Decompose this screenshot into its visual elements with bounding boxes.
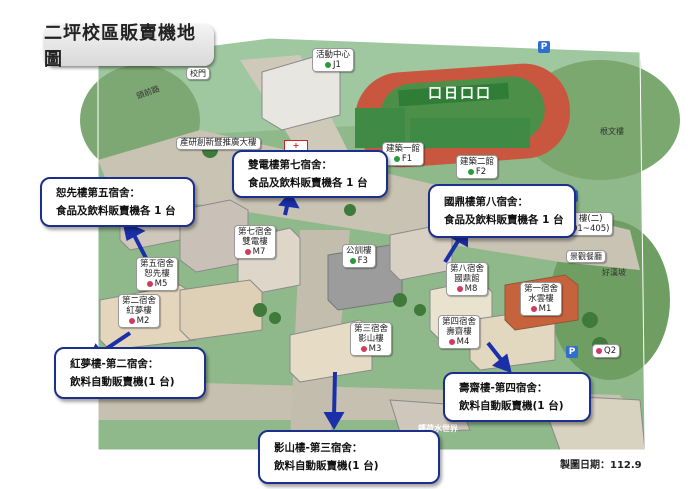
dorm8-label: 第八宿舍 國鼎館 M8 [446, 262, 489, 296]
q2-code: Q2 [604, 346, 617, 356]
dorm3-name1: 第三宿舍 [354, 324, 389, 334]
callout-guoding-line2: 食品及飲料販賣機各 1 台 [444, 214, 564, 226]
callout-shouchai-line2: 飲料自動販賣機(1 台) [459, 400, 564, 412]
haohan-slope-label: 好漢坡 [602, 268, 626, 277]
dorm1-label: 第一宿舍 水雲樓 M1 [520, 282, 563, 316]
dorm7-name1: 第七宿舍 [238, 227, 273, 237]
building-two-code: F2 [475, 167, 487, 177]
lotus-world-label: 鍾荷水世界 [418, 424, 458, 433]
dorm3-code: M3 [368, 344, 382, 354]
callout-hongmeng: 紅夢樓-第二宿舍： 飲料自動販賣機(1 台) [54, 347, 206, 399]
callout-hongmeng-line1: 紅夢樓-第二宿舍： [70, 358, 159, 370]
pink-dot-icon [530, 305, 537, 312]
pink-dot-icon [360, 345, 367, 352]
activity-center-name: 活動中心 [316, 50, 351, 60]
dorm4-name1: 第四宿舍 [442, 317, 477, 327]
callout-yingshan-line1: 影山樓-第三宿舍： [274, 442, 363, 454]
gongxun-label: 公訓樓 F3 [342, 244, 376, 268]
callout-shouchai-line1: 壽齋樓-第四宿舍： [459, 382, 548, 394]
dorm8-code: M8 [464, 284, 478, 294]
restaurant-label: 景觀餐廳 [566, 250, 606, 263]
dorm1-name2: 水雲樓 [528, 294, 554, 304]
activity-center-label: 活動中心 J1 [312, 48, 355, 72]
page-title: 二坪校區販賣機地圖 [44, 23, 214, 70]
callout-shouchai: 壽齋樓-第四宿舍： 飲料自動販賣機(1 台) [443, 372, 591, 422]
callout-shuangdian-line2: 食品及飲料販賣機各 1 台 [248, 177, 368, 189]
dorm3-name2: 影山樓 [358, 334, 384, 344]
dorm1-name1: 第一宿舍 [524, 284, 559, 294]
callout-enxian-line2: 食品及飲料販賣機各 1 台 [56, 205, 176, 217]
dorm8-name2: 國鼎館 [454, 274, 480, 284]
dorm2-code: M2 [136, 316, 150, 326]
dorm1-code: M1 [538, 304, 552, 314]
dorm4-code: M4 [456, 337, 470, 347]
pink-dot-icon [456, 285, 463, 292]
callout-enxian-line1: 恕先樓第五宿舍： [56, 187, 140, 199]
callout-enxian: 恕先樓第五宿舍： 食品及飲料販賣機各 1 台 [40, 177, 195, 227]
parking-icon: P [566, 346, 578, 358]
q2-label: Q2 [592, 344, 621, 358]
pink-dot-icon [448, 338, 455, 345]
callout-yingshan: 影山樓-第三宿舍： 飲料自動販賣機(1 台) [258, 430, 440, 484]
building-one-label: 建築一館 F1 [382, 142, 425, 166]
building-two-label: 建築二館 F2 [456, 155, 499, 179]
dorm5-label: 第五宿舍 恕先樓 M5 [136, 257, 179, 291]
dorm5-name2: 恕先樓 [144, 269, 170, 279]
green-dot-icon [393, 155, 400, 162]
arrows [86, 191, 512, 430]
innovation-building-label: 產研創新暨推廣大樓 [176, 137, 261, 150]
callout-guoding: 國鼎樓第八宿舍： 食品及飲料販賣機各 1 台 [428, 184, 576, 238]
building-two-name: 建築二館 [460, 157, 495, 167]
building-one-name: 建築一館 [386, 144, 421, 154]
dorm7-code: M7 [252, 247, 266, 257]
green-dot-icon [467, 168, 474, 175]
dorm5-name1: 第五宿舍 [140, 259, 175, 269]
pink-dot-icon [244, 248, 251, 255]
dorm7-label: 第七宿舍 雙電樓 M7 [234, 225, 277, 259]
building-one-code: F1 [401, 154, 413, 164]
dorm2-name2: 紅夢樓 [126, 306, 152, 316]
activity-center-code: J1 [333, 60, 341, 70]
dorm4-name2: 壽齋樓 [446, 327, 472, 337]
building-two-extra-sub: 01~405) [572, 224, 610, 234]
green-dot-icon [325, 61, 332, 68]
gate-label: 校門 [186, 67, 210, 80]
callout-yingshan-line2: 飲料自動販賣機(1 台) [274, 460, 379, 472]
dorm2-label: 第二宿舍 紅夢樓 M2 [118, 294, 161, 328]
dorm5-code: M5 [154, 279, 168, 289]
dorm4-label: 第四宿舍 壽齋樓 M4 [438, 315, 481, 349]
parking-icon: P [538, 41, 550, 53]
pink-dot-icon [128, 317, 135, 324]
callout-hongmeng-line2: 飲料自動販賣機(1 台) [70, 376, 175, 388]
dorm8-name1: 第八宿舍 [450, 264, 485, 274]
gongxun-code: F3 [357, 256, 368, 266]
gongxun-name: 公訓樓 [346, 246, 372, 256]
green-dot-icon [349, 257, 356, 264]
callout-shuangdian: 雙電樓第七宿舍： 食品及飲料販賣機各 1 台 [232, 150, 388, 198]
dorm3-label: 第三宿舍 影山樓 M3 [350, 322, 393, 356]
building-two-extra-name: 樓(二) [578, 214, 603, 224]
pink-dot-icon [146, 280, 153, 287]
track-text: 口日口口 [428, 86, 492, 102]
callout-guoding-line1: 國鼎樓第八宿舍： [444, 196, 528, 208]
dorm2-name1: 第二宿舍 [122, 296, 157, 306]
shuiwen-building-label: 根文樓 [600, 127, 624, 136]
pink-dot-icon [596, 347, 602, 354]
dorm7-name2: 雙電樓 [242, 237, 268, 247]
callout-shuangdian-line1: 雙電樓第七宿舍： [248, 159, 332, 171]
date-label: 製圖日期：112.9 [560, 460, 642, 471]
